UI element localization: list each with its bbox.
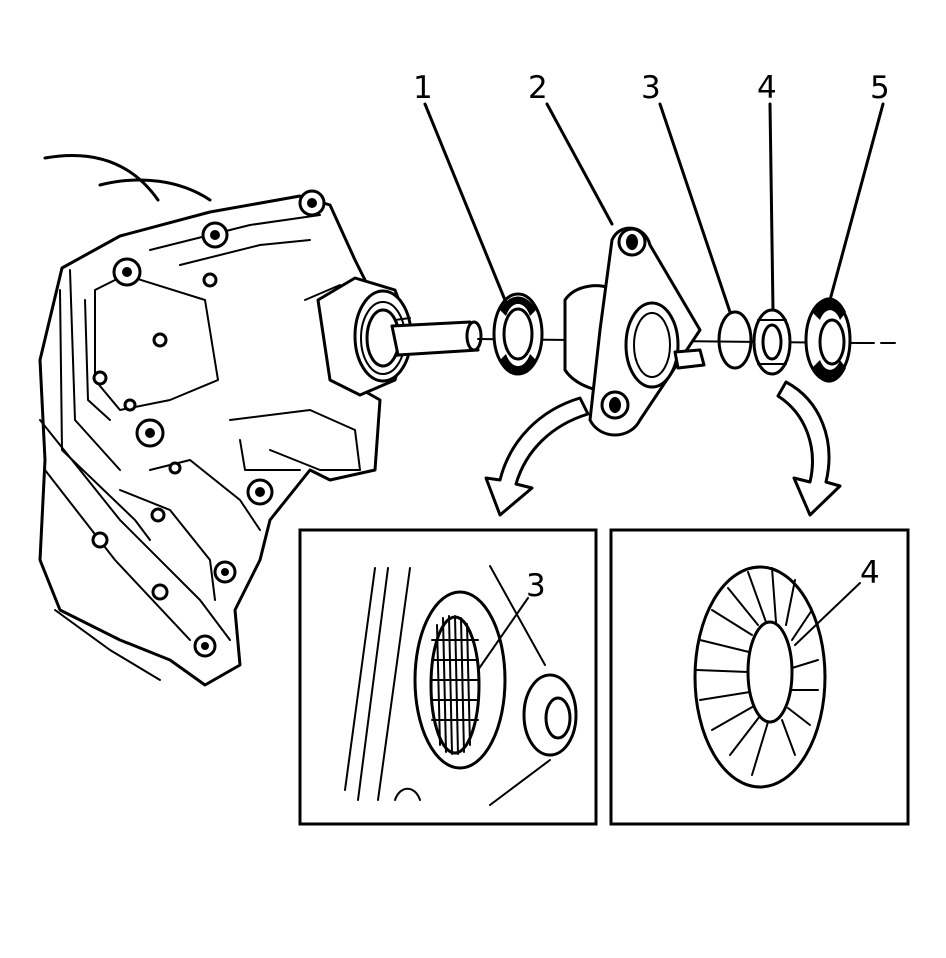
callout-5: 5 <box>870 70 890 106</box>
detail-box-right: 4 <box>609 528 910 826</box>
callout-leaders <box>423 102 885 314</box>
needle-bearing-rollers <box>431 615 479 755</box>
arrow-down-right-icon <box>776 380 842 517</box>
transfer-case-housing <box>38 154 483 687</box>
part-3-snap-ring <box>717 310 753 370</box>
callout-3: 3 <box>641 70 661 106</box>
detail-box-left: 3 <box>298 528 598 826</box>
callout-4: 4 <box>757 70 777 106</box>
part-2-extension-housing <box>563 226 706 437</box>
callout-1: 1 <box>413 70 433 106</box>
arrow-down-left-icon <box>484 396 590 517</box>
detail-left-callout: 3 <box>526 568 546 604</box>
part-4-washer <box>752 308 792 376</box>
callout-2: 2 <box>528 70 548 106</box>
part-5-seal <box>804 297 852 383</box>
part-1-seal <box>492 292 544 376</box>
housing-bolts <box>91 189 326 658</box>
detail-right-callout: 4 <box>860 555 880 591</box>
washer-serrations <box>696 567 819 776</box>
